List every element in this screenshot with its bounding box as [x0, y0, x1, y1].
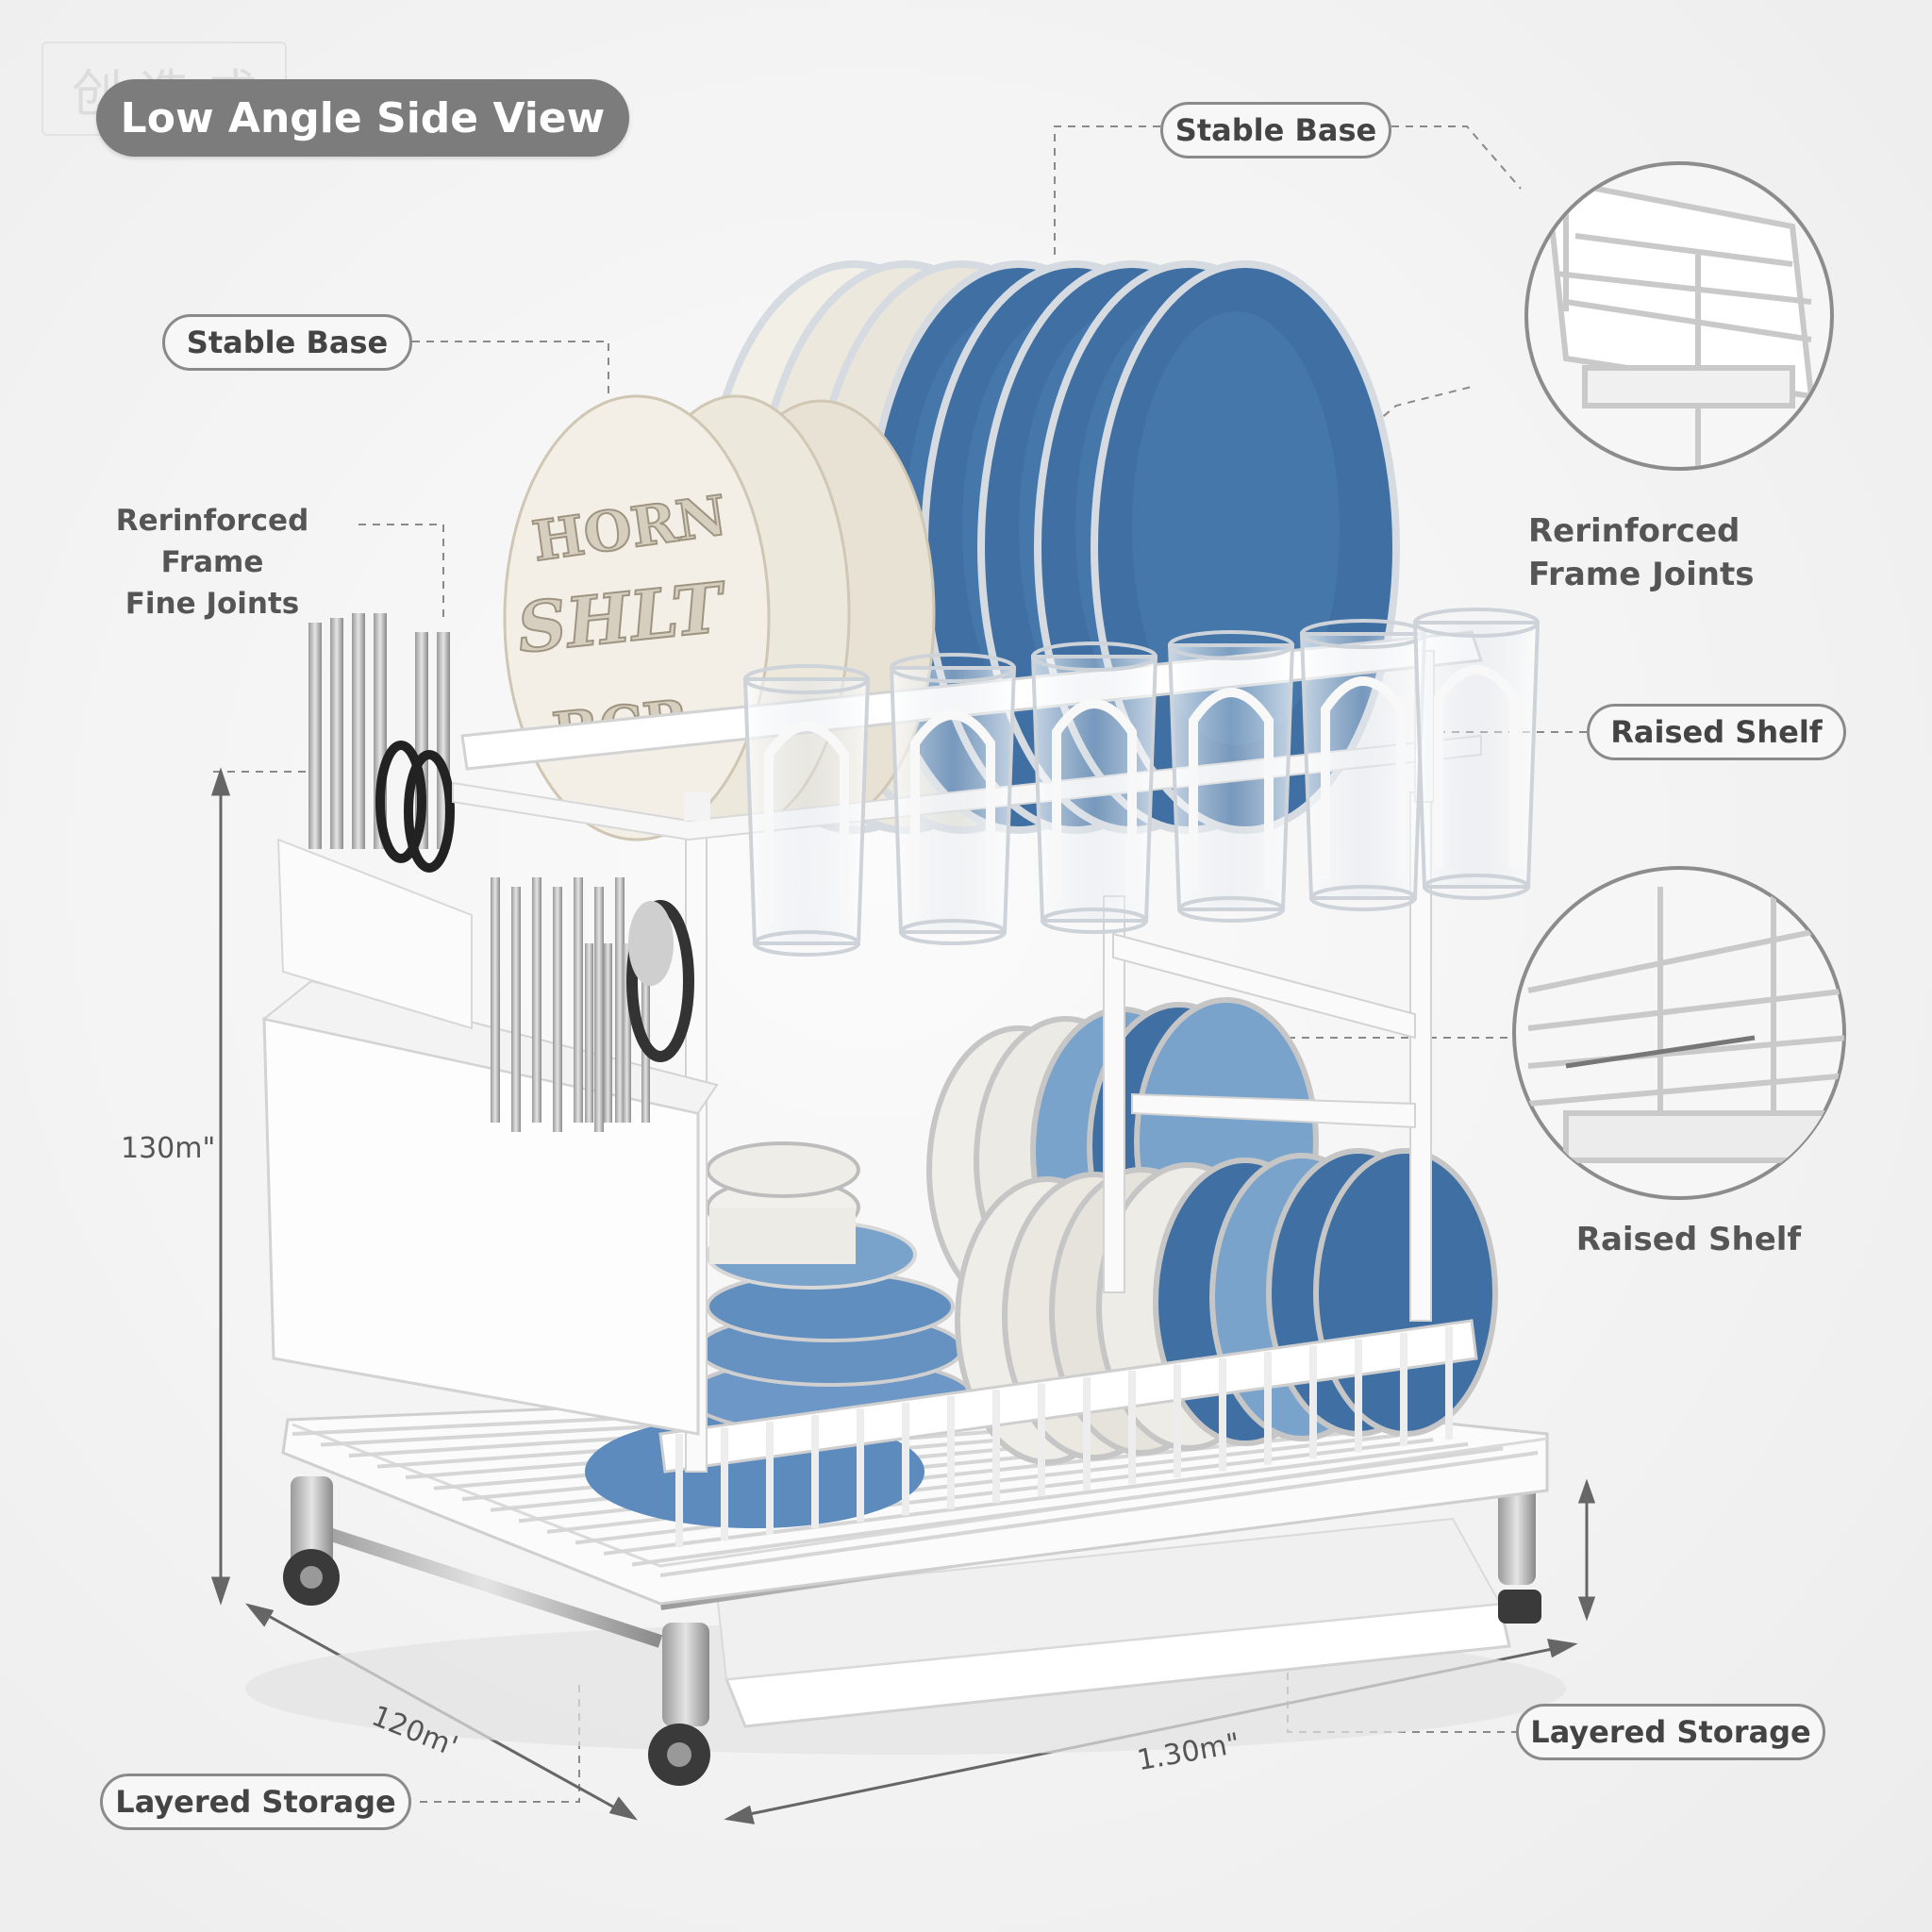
- fork-handle: [574, 877, 583, 1123]
- fork-handle: [491, 877, 500, 1123]
- fork-handle: [553, 887, 562, 1132]
- drinking-glasses: [742, 608, 1541, 957]
- drinking-glass: [1299, 619, 1427, 911]
- grid-wire: [603, 1441, 1469, 1556]
- fork-handle: [511, 887, 521, 1132]
- callout-stable-base-left: Stable Base: [162, 314, 412, 371]
- spoon-handle: [623, 943, 631, 1123]
- callout-reinforced-frame-left: Rerinforced Frame Fine Joints: [66, 500, 358, 625]
- drinking-glass: [889, 653, 1017, 945]
- callout-stable-base-top: Stable Base: [1160, 102, 1391, 158]
- grid-wire: [659, 1451, 1539, 1577]
- callout-line: Rerinforced: [1528, 512, 1740, 550]
- grid-wire: [631, 1446, 1504, 1567]
- fork-handle: [594, 887, 604, 1132]
- callout-layered-storage-right: Layered Storage: [1516, 1704, 1825, 1760]
- detail-inset-top: [1524, 161, 1834, 471]
- spoon-handle: [604, 943, 612, 1123]
- detail-inset-bottom: [1512, 866, 1846, 1200]
- utensil-caddy: [261, 613, 719, 1436]
- drinking-glass: [1412, 608, 1541, 900]
- callout-line: Frame Joints: [1528, 556, 1755, 593]
- callout-raised-shelf-text: Raised Shelf: [1575, 1221, 1802, 1258]
- drinking-glass: [742, 664, 871, 957]
- callout-line: Rerinforced Frame: [115, 504, 309, 579]
- callout-layered-storage-left: Layered Storage: [100, 1774, 411, 1830]
- dimension-height-label: 130m": [121, 1132, 216, 1165]
- callout-line: Fine Joints: [125, 587, 300, 621]
- rack-legs: [283, 1476, 1541, 1786]
- fork-handle: [532, 877, 541, 1123]
- patterned-plates: HORN SHLT BCR: [503, 394, 936, 841]
- fork-handle: [615, 877, 625, 1123]
- view-title-pill: Low Angle Side View: [96, 79, 629, 157]
- drinking-glass: [1167, 630, 1295, 923]
- callout-raised-shelf-pill: Raised Shelf: [1587, 704, 1846, 760]
- spoon-handle: [585, 943, 593, 1123]
- drinking-glass: [1030, 641, 1158, 934]
- callout-reinforced-frame-right: Rerinforced Frame Joints: [1528, 509, 1792, 596]
- lower-basket-bars: [675, 1326, 1453, 1547]
